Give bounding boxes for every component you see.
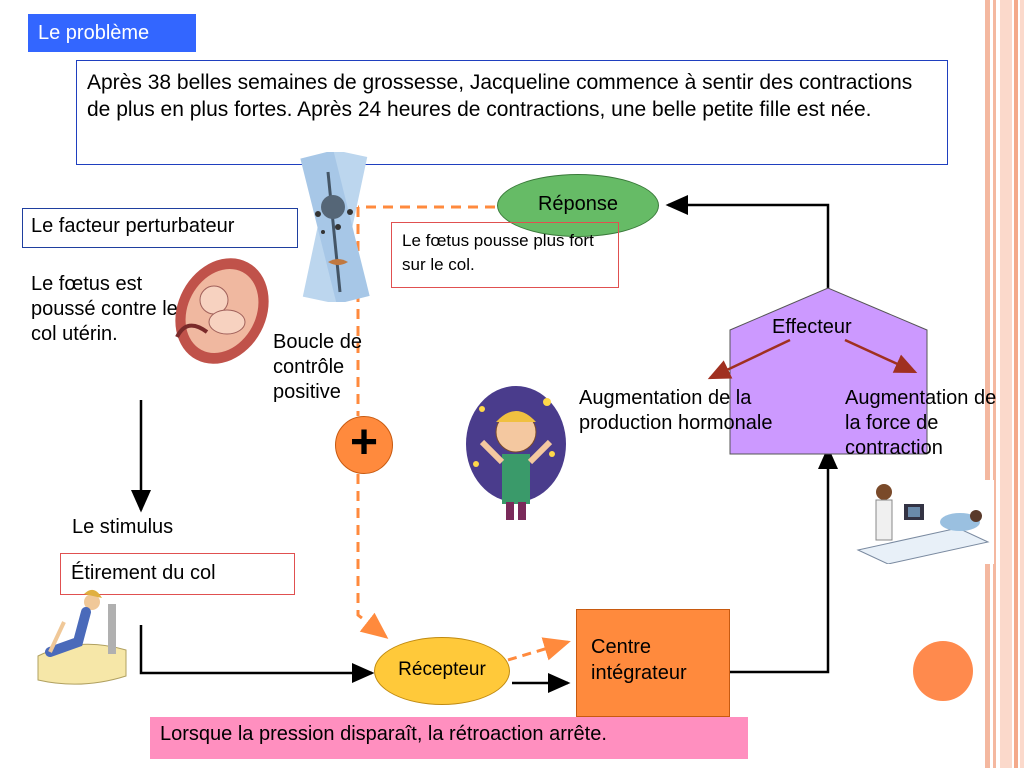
effect-right-text: Augmentation de la force de contraction bbox=[845, 387, 997, 459]
effect-left-text: Augmentation de la production hormonale bbox=[579, 387, 773, 434]
arrow-stimulus-to-recepteur bbox=[139, 625, 375, 683]
border-stripe bbox=[1000, 0, 1012, 768]
rope-clamp-illustration bbox=[300, 152, 370, 302]
effecteur-shape bbox=[729, 287, 928, 455]
border-stripe bbox=[985, 0, 990, 768]
intro-text-box: Après 38 belles semaines de grossesse, J… bbox=[76, 60, 948, 165]
effect-arrow-left bbox=[707, 338, 791, 380]
facteur-label-box: Le facteur perturbateur bbox=[22, 208, 298, 248]
woman-in-bed-illustration bbox=[37, 589, 127, 685]
stimulus-label: Le stimulus bbox=[72, 516, 174, 538]
dashed-recepteur-to-centre bbox=[507, 637, 571, 662]
response-oval: Réponse bbox=[497, 174, 659, 237]
border-stripe bbox=[993, 0, 996, 768]
border-stripe bbox=[1014, 0, 1018, 768]
excited-person-illustration bbox=[466, 386, 566, 520]
response-note: Le fœtus pousse plus fort sur le col. bbox=[391, 222, 619, 288]
effecteur-label: Effecteur bbox=[772, 316, 852, 338]
recepteur-oval: Récepteur bbox=[374, 637, 510, 705]
stimulus-value-box: Étirement du col bbox=[60, 553, 295, 595]
fetus-in-uterus-illustration bbox=[175, 258, 269, 364]
effect-arrow-right bbox=[844, 338, 918, 374]
arrow-effecteur-to-response bbox=[665, 195, 830, 288]
bottom-note: Lorsque la pression disparaît, la rétroa… bbox=[150, 717, 748, 759]
centre-integrateur-box: Centre intégrateur bbox=[576, 609, 730, 717]
title-tab: Le problème bbox=[28, 14, 196, 52]
arrow-centre-to-effecteur bbox=[730, 446, 838, 674]
loop-label: Boucle de contrôle positive bbox=[273, 331, 362, 403]
dashed-loop-to-recepteur bbox=[356, 474, 389, 639]
facteur-description: Le fœtus est poussé contre le col utérin… bbox=[31, 273, 178, 345]
plus-sign: + bbox=[335, 416, 393, 474]
decorative-circle bbox=[913, 641, 973, 701]
border-stripe bbox=[1020, 0, 1024, 768]
ultrasound-exam-illustration bbox=[848, 480, 994, 564]
